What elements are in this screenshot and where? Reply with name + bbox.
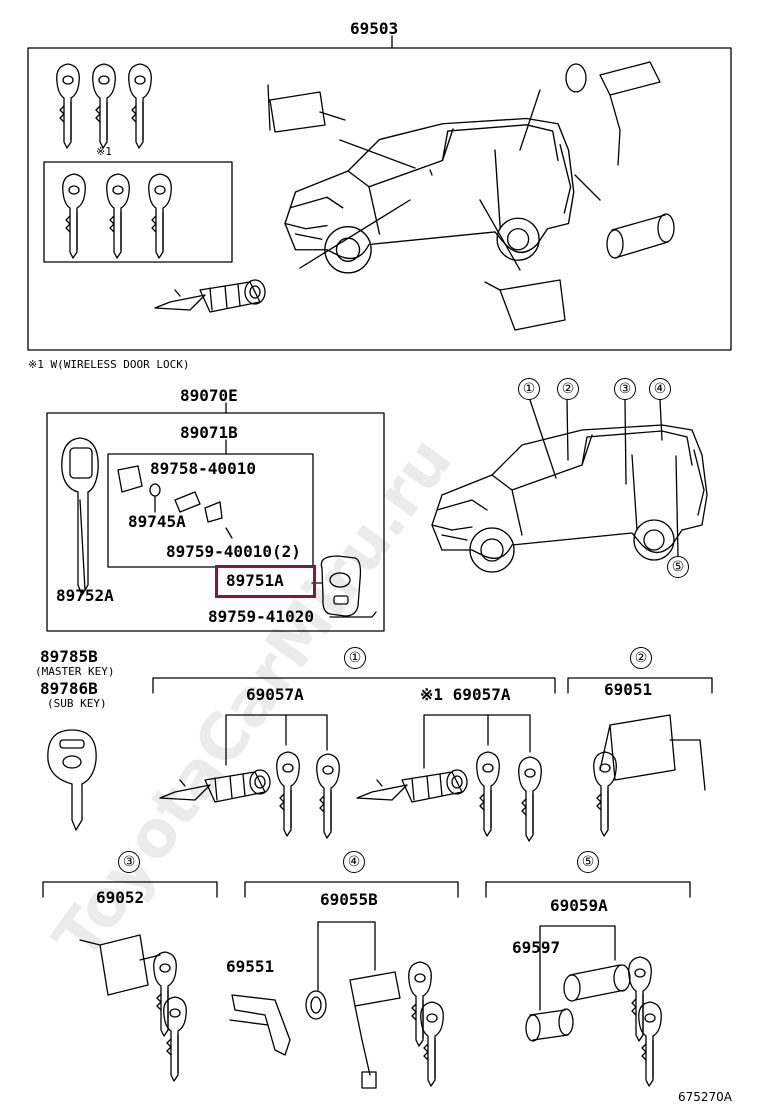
top-keys (56, 63, 172, 259)
sub-key-part-number: 89786B (40, 679, 98, 698)
set2-part-number: 69051 (604, 680, 653, 699)
set4-extra-part-number: 69551 (226, 957, 275, 976)
set4-illustrations (229, 961, 444, 1089)
master-key-label: (MASTER KEY) (35, 665, 115, 678)
master-key-illustration (47, 729, 97, 831)
wireless-keys-box (43, 161, 233, 263)
set4-marker: ④ (343, 851, 365, 873)
set1-illustrations (159, 751, 542, 842)
set3-marker: ③ (118, 851, 140, 873)
set1-marker: ① (344, 647, 366, 669)
master-key-part-number: 89785B (40, 647, 98, 666)
top-group-part-number: 69503 (350, 19, 399, 38)
set5-part-number: 69059A (550, 896, 608, 915)
screw-2-part-number: 89759-40010(2) (166, 542, 301, 561)
highlight-box (215, 565, 316, 598)
set1-wireless-part-number: ※1 69057A (420, 685, 511, 704)
set5-illustrations (525, 956, 662, 1087)
screw-part-number: 89759-41020 (208, 607, 314, 626)
transmitter-key (61, 437, 99, 596)
set2-marker: ② (630, 647, 652, 669)
set-brackets (42, 677, 713, 1011)
set1-part-number: 69057A (246, 685, 304, 704)
set5-extra-part-number: 69597 (512, 938, 561, 957)
set3-illustrations (79, 934, 187, 1082)
location-marker-3: ③ (614, 378, 636, 400)
set2-illustrations (593, 714, 706, 837)
sub-key-label: (SUB KEY) (47, 697, 107, 710)
top-group-box (27, 47, 732, 351)
location-marker-1: ① (518, 378, 540, 400)
location-marker-2: ② (557, 378, 579, 400)
set4-part-number: 69055B (320, 890, 378, 909)
inner-group-part-number: 89071B (180, 423, 238, 442)
location-car-illustration (431, 399, 708, 573)
key-blank-part-number: 89752A (56, 586, 114, 605)
set5-marker: ⑤ (577, 851, 599, 873)
battery-cover-part-number: 89758-40010 (150, 459, 256, 478)
location-marker-5: ⑤ (667, 556, 689, 578)
transmitter-group-part-number: 89070E (180, 386, 238, 405)
set3-part-number: 69052 (96, 888, 145, 907)
inner-group-box (107, 453, 314, 568)
transmitter-housing (311, 555, 377, 618)
wireless-note-mark: ※1 (96, 145, 112, 158)
battery-part-number: 89745A (128, 512, 186, 531)
wireless-footnote: ※1 W(WIRELESS DOOR LOCK) (28, 358, 190, 371)
figure-id: 675270A (678, 1090, 733, 1104)
location-marker-4: ④ (649, 378, 671, 400)
top-car-illustration (154, 61, 675, 331)
housing-part-number: 89751A (226, 571, 284, 590)
transmitter-small-parts (117, 465, 233, 539)
transmitter-group-box (46, 412, 385, 632)
